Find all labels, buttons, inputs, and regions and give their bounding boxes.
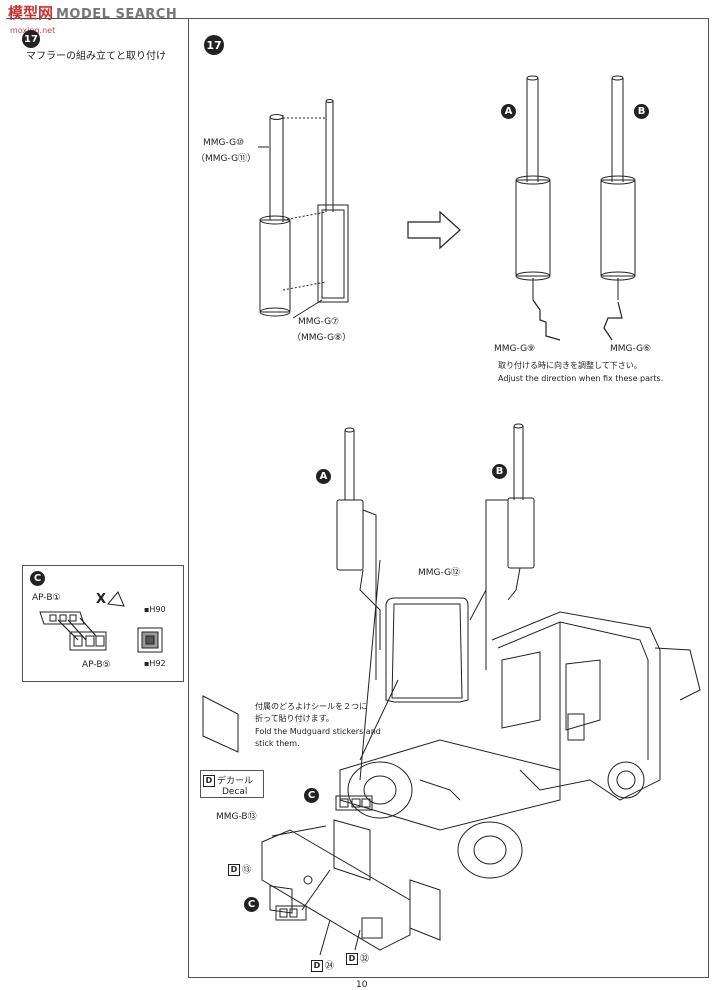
label-mmg-g10: MMG-G⑩ <box>203 138 245 148</box>
c-marker-upper: C <box>304 788 319 803</box>
adjust-note-jp: 取り付ける時に向きを調整して下さい。 <box>498 361 642 370</box>
frame-rail-g12-inner <box>391 603 463 699</box>
mudguard-note-jp-2: 折って貼り付けます。 <box>255 714 334 723</box>
parts-box-c-label: C <box>30 571 45 586</box>
decal-legend-box <box>200 770 264 798</box>
muffler-exploded-left <box>258 99 349 319</box>
page-number: 10 <box>356 980 368 990</box>
part-ap-b1-label: AP-B① <box>32 593 61 603</box>
decal-marker-icon: D <box>203 775 215 787</box>
decal-24-marker-icon: D <box>311 960 323 972</box>
mudguard-note-en-2: stick them. <box>255 739 300 748</box>
wrong-direction-mark: X <box>96 592 107 607</box>
label-mmg-g6: MMG-G⑥ <box>610 344 652 354</box>
label-mmg-g12: MMG-G⑫ <box>418 568 461 578</box>
truck-cab <box>491 611 701 801</box>
decal-13-marker-icon: D <box>228 864 240 876</box>
main-panel-frame <box>188 18 709 978</box>
variant-a-badge-top: A <box>501 104 516 119</box>
painted-part-drawing <box>137 627 163 653</box>
label-mmg-g8: （MMG-G⑧） <box>292 333 352 343</box>
mudguard-sticker <box>202 695 239 753</box>
label-mmg-g9: MMG-G⑨ <box>494 344 536 354</box>
part-ap-b1-drawing <box>39 611 85 625</box>
watermark-cn-text: 模型网 <box>8 4 54 22</box>
paint-h90-label: ▪H90 <box>144 605 166 614</box>
variant-b-badge-top: B <box>634 104 649 119</box>
wrong-direction-icon <box>107 591 125 607</box>
left-step-title: マフラーの組み立てと取り付け <box>26 51 166 62</box>
truck-chassis <box>339 739 561 879</box>
decal-label-jp: デカール <box>217 776 254 787</box>
muffler-assembled-a <box>515 75 561 341</box>
paint-h92-label: ▪H92 <box>144 659 166 668</box>
label-mmg-b13: MMG-B⑬ <box>216 812 257 822</box>
decal-13-number: ⑬ <box>242 865 252 876</box>
decal-32-marker-icon: D <box>346 953 358 965</box>
c-part-bracket-lower <box>275 905 307 921</box>
variant-a-badge-lower: A <box>316 469 331 484</box>
watermark-logo: MODEL SEARCH <box>56 7 178 22</box>
left-step-number-badge: 17 <box>22 30 40 48</box>
c-part-bracket-upper <box>335 795 373 811</box>
muffler-assembled-b <box>600 75 636 341</box>
label-mmg-g11: （MMG-G⑪） <box>196 154 257 164</box>
decal-32-number: ㉜ <box>360 954 370 965</box>
frame-rail-g12 <box>385 597 469 703</box>
paint-h92-code: H92 <box>149 659 166 668</box>
part-ap-b5-label: AP-B⑤ <box>82 660 111 670</box>
direction-arrow <box>407 210 461 250</box>
variant-b-badge-lower: B <box>492 464 507 479</box>
main-step-number-badge: 17 <box>204 35 224 55</box>
part-ap-b5-drawing <box>69 631 107 651</box>
mudguard-note-en-1: Fold the Mudguard stickers and <box>255 727 381 736</box>
label-mmg-g7: MMG-G⑦ <box>298 317 340 327</box>
adjust-note-en: Adjust the direction when fix these part… <box>498 374 664 383</box>
paint-h90-code: H90 <box>149 605 166 614</box>
rear-bumper <box>261 829 411 951</box>
parts-box-c <box>22 565 184 682</box>
mudguard-note-jp-1: 付属のどろよけシールを２つに <box>255 702 367 711</box>
muffler-install-b <box>469 423 535 621</box>
decal-label-en: Decal <box>222 787 248 797</box>
muffler-install-a <box>336 427 381 650</box>
decal-24-number: ㉔ <box>325 961 335 972</box>
c-marker-lower: C <box>244 897 259 912</box>
